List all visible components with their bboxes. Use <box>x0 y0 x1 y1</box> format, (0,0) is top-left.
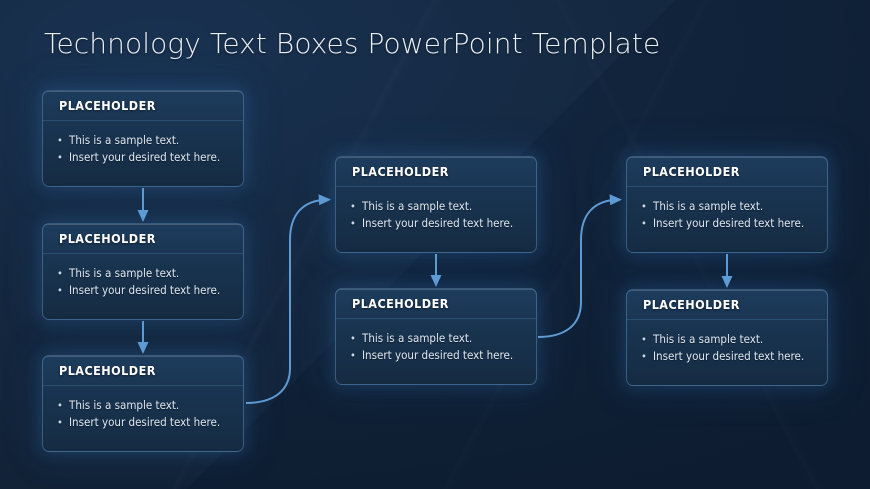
bullet-item: Insert your desired text here. <box>350 347 526 364</box>
bullet-item: This is a sample text. <box>57 265 233 282</box>
text-box-header-label: PLACEHOLDER <box>643 164 740 179</box>
arrow-left2-to-left3-icon <box>137 321 149 354</box>
text-box-right-2[interactable]: PLACEHOLDER This is a sample text. Inser… <box>626 289 828 386</box>
text-box-header: PLACEHOLDER <box>43 356 243 386</box>
arrow-left1-to-left2-icon <box>137 188 149 222</box>
arrow-left3-to-middle1-icon <box>245 194 331 404</box>
bullet-item: Insert your desired text here. <box>350 215 526 232</box>
bullet-item: This is a sample text. <box>57 132 233 149</box>
text-box-bullet-list: This is a sample text. Insert your desir… <box>43 121 243 166</box>
bullet-item: Insert your desired text here. <box>641 215 817 232</box>
arrow-right1-to-right2-icon <box>721 254 733 288</box>
bullet-item: This is a sample text. <box>641 198 817 215</box>
text-box-bullet-list: This is a sample text. Insert your desir… <box>336 187 536 232</box>
arrow-middle2-to-right1-icon <box>537 194 622 338</box>
text-box-left-3[interactable]: PLACEHOLDER This is a sample text. Inser… <box>42 355 244 452</box>
text-box-header-label: PLACEHOLDER <box>59 98 156 113</box>
bullet-item: Insert your desired text here. <box>57 282 233 299</box>
text-box-middle-2[interactable]: PLACEHOLDER This is a sample text. Inser… <box>335 288 537 385</box>
text-box-header-label: PLACEHOLDER <box>352 296 449 311</box>
bullet-item: This is a sample text. <box>57 397 233 414</box>
bullet-item: This is a sample text. <box>350 330 526 347</box>
text-box-header: PLACEHOLDER <box>627 157 827 187</box>
text-box-middle-1[interactable]: PLACEHOLDER This is a sample text. Inser… <box>335 156 537 253</box>
text-box-header-label: PLACEHOLDER <box>643 297 740 312</box>
text-box-bullet-list: This is a sample text. Insert your desir… <box>627 187 827 232</box>
text-box-header: PLACEHOLDER <box>43 224 243 254</box>
text-box-left-2[interactable]: PLACEHOLDER This is a sample text. Inser… <box>42 223 244 320</box>
bullet-item: Insert your desired text here. <box>57 414 233 431</box>
text-box-bullet-list: This is a sample text. Insert your desir… <box>627 320 827 365</box>
text-box-header: PLACEHOLDER <box>336 157 536 187</box>
bullet-item: This is a sample text. <box>641 331 817 348</box>
page-title: Technology Text Boxes PowerPoint Templat… <box>44 27 661 60</box>
text-box-right-1[interactable]: PLACEHOLDER This is a sample text. Inser… <box>626 156 828 253</box>
bullet-item: Insert your desired text here. <box>641 348 817 365</box>
text-box-header-label: PLACEHOLDER <box>352 164 449 179</box>
text-box-header: PLACEHOLDER <box>627 290 827 320</box>
text-box-left-1[interactable]: PLACEHOLDER This is a sample text. Inser… <box>42 90 244 187</box>
text-box-header-label: PLACEHOLDER <box>59 363 156 378</box>
arrow-middle1-to-middle2-icon <box>430 254 442 287</box>
bullet-item: Insert your desired text here. <box>57 149 233 166</box>
text-box-bullet-list: This is a sample text. Insert your desir… <box>43 254 243 299</box>
bullet-item: This is a sample text. <box>350 198 526 215</box>
text-box-bullet-list: This is a sample text. Insert your desir… <box>43 386 243 431</box>
text-box-bullet-list: This is a sample text. Insert your desir… <box>336 319 536 364</box>
text-box-header: PLACEHOLDER <box>43 91 243 121</box>
text-box-header: PLACEHOLDER <box>336 289 536 319</box>
text-box-header-label: PLACEHOLDER <box>59 231 156 246</box>
